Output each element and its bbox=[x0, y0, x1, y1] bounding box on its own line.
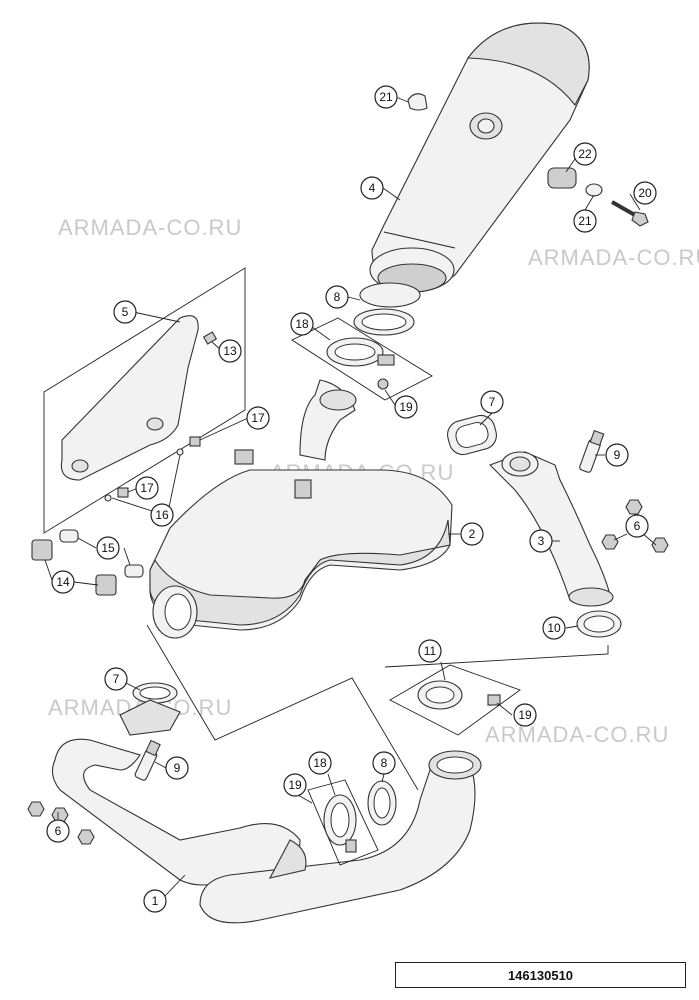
callout-11: 11 bbox=[418, 639, 442, 663]
callout-10: 10 bbox=[542, 616, 566, 640]
callout-13: 13 bbox=[218, 339, 242, 363]
callout-4: 4 bbox=[360, 176, 384, 200]
callout-19-bottom: 19 bbox=[283, 773, 307, 797]
callout-19-mid: 19 bbox=[513, 703, 537, 727]
svg-text:8: 8 bbox=[334, 290, 341, 304]
svg-text:6: 6 bbox=[634, 519, 641, 533]
callout-21-bottom: 21 bbox=[573, 209, 597, 233]
rubber-plugs bbox=[31, 529, 144, 596]
header-pipe-3 bbox=[489, 451, 614, 607]
clamp-frame-top bbox=[291, 317, 433, 401]
gasket-7-bottom bbox=[119, 682, 181, 736]
callout-5: 5 bbox=[113, 300, 137, 324]
silencer-hardware bbox=[407, 93, 649, 227]
svg-text:11: 11 bbox=[424, 644, 437, 658]
watermark: ARMADA-CO.RU bbox=[58, 215, 242, 240]
callout-9-top: 9 bbox=[605, 443, 629, 467]
svg-text:15: 15 bbox=[101, 541, 115, 555]
gasket-ring-top bbox=[353, 282, 421, 336]
callout-19-top: 19 bbox=[394, 395, 418, 419]
svg-text:2: 2 bbox=[469, 527, 476, 541]
svg-text:19: 19 bbox=[399, 400, 413, 414]
watermark: ARMADA-CO.RU bbox=[485, 722, 669, 747]
callout-7-bottom: 7 bbox=[104, 667, 128, 691]
assembly-line bbox=[384, 645, 609, 668]
clamp-bottom bbox=[323, 794, 357, 853]
svg-text:14: 14 bbox=[56, 575, 70, 589]
callout-15: 15 bbox=[96, 536, 120, 560]
callout-6-left: 6 bbox=[46, 819, 70, 843]
callout-1: 1 bbox=[143, 889, 167, 913]
callout-17-left: 17 bbox=[135, 476, 159, 500]
o2-sensor-top bbox=[579, 429, 605, 473]
svg-text:20: 20 bbox=[638, 186, 652, 200]
heat-shield bbox=[60, 315, 218, 481]
callout-8-bottom: 8 bbox=[372, 751, 396, 775]
assembly-line bbox=[146, 624, 419, 791]
diagram-code: 146130510 bbox=[395, 962, 686, 988]
svg-text:21: 21 bbox=[379, 90, 393, 104]
callout-9-bottom: 9 bbox=[165, 756, 189, 780]
clamp-frame-bottom bbox=[307, 779, 379, 866]
collector-box bbox=[149, 379, 453, 639]
svg-text:4: 4 bbox=[369, 181, 376, 195]
svg-text:6: 6 bbox=[55, 824, 62, 838]
fasteners-16-17 bbox=[104, 436, 201, 502]
callout-18-bottom: 18 bbox=[308, 751, 332, 775]
callout-3: 3 bbox=[529, 529, 553, 553]
callout-14: 14 bbox=[51, 570, 75, 594]
svg-text:13: 13 bbox=[223, 344, 237, 358]
clamp-frame-11 bbox=[389, 664, 521, 736]
nuts-6-top bbox=[601, 499, 669, 553]
svg-text:9: 9 bbox=[174, 761, 181, 775]
o2-sensor-bottom bbox=[134, 739, 161, 781]
watermark: ARMADA-CO.RU bbox=[528, 245, 699, 270]
svg-text:5: 5 bbox=[122, 305, 129, 319]
svg-text:10: 10 bbox=[547, 621, 561, 635]
svg-text:7: 7 bbox=[113, 672, 120, 686]
gasket-7-top bbox=[447, 414, 497, 456]
gasket-ring-bottom bbox=[367, 780, 397, 826]
callout-22: 22 bbox=[573, 142, 597, 166]
svg-text:9: 9 bbox=[614, 448, 621, 462]
clamp-top bbox=[326, 337, 395, 390]
callout-18-top: 18 bbox=[290, 312, 314, 336]
svg-text:18: 18 bbox=[313, 756, 327, 770]
manifold-1 bbox=[51, 738, 482, 924]
callout-16: 16 bbox=[150, 503, 174, 527]
svg-text:1: 1 bbox=[152, 894, 159, 908]
callout-2: 2 bbox=[460, 522, 484, 546]
svg-text:22: 22 bbox=[578, 147, 592, 161]
callout-6-right: 6 bbox=[625, 514, 649, 538]
callout-8-top: 8 bbox=[325, 285, 349, 309]
svg-text:17: 17 bbox=[140, 481, 154, 495]
callout-17-right: 17 bbox=[246, 406, 270, 430]
nuts-6-bottom bbox=[27, 801, 95, 845]
svg-text:16: 16 bbox=[155, 508, 169, 522]
callout-21-top: 21 bbox=[374, 85, 398, 109]
callout-20: 20 bbox=[633, 181, 657, 205]
svg-text:18: 18 bbox=[295, 317, 309, 331]
clamp-11 bbox=[417, 680, 501, 710]
silencer bbox=[369, 22, 590, 293]
svg-text:17: 17 bbox=[251, 411, 265, 425]
callout-7-top: 7 bbox=[480, 390, 504, 414]
svg-text:8: 8 bbox=[381, 756, 388, 770]
svg-text:19: 19 bbox=[288, 778, 302, 792]
svg-text:21: 21 bbox=[578, 214, 592, 228]
svg-text:7: 7 bbox=[489, 395, 496, 409]
svg-text:3: 3 bbox=[538, 534, 545, 548]
heat-shield-frame bbox=[43, 267, 246, 534]
gasket-10 bbox=[576, 610, 622, 638]
svg-text:19: 19 bbox=[518, 708, 532, 722]
